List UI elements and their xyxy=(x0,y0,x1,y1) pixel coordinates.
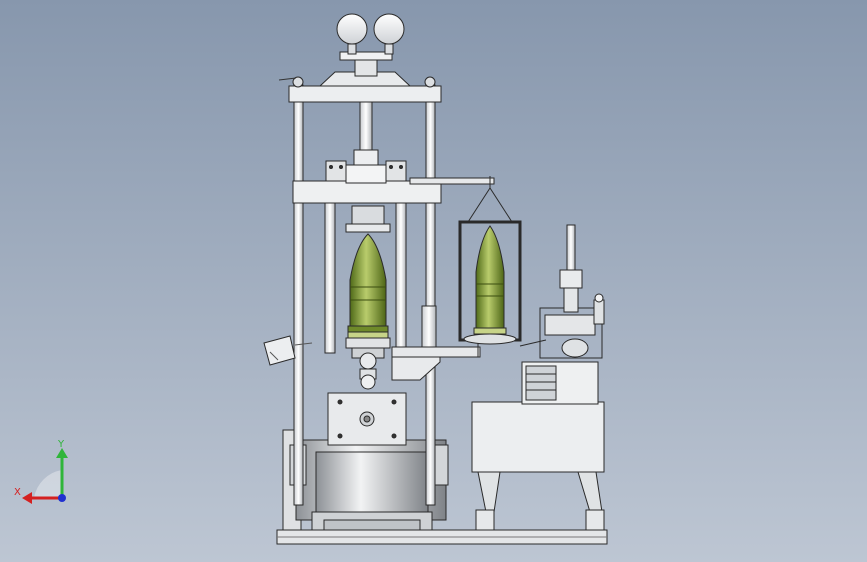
coordinate-triad: Y X xyxy=(14,440,68,504)
lower-actuator xyxy=(327,352,407,446)
x-arrow-head xyxy=(22,492,32,504)
hydraulic-unit xyxy=(471,224,605,531)
y-arrow-head xyxy=(56,448,68,458)
left-bracket xyxy=(263,335,313,366)
right-gauge-icon xyxy=(373,13,405,45)
pressure-gauges xyxy=(336,13,405,55)
y-axis-label: Y xyxy=(57,440,65,450)
z-axis-dot xyxy=(58,494,66,502)
loading-arm xyxy=(391,305,481,381)
left-gauge-icon xyxy=(336,13,368,45)
x-axis-label: X xyxy=(14,487,21,498)
base-plate xyxy=(276,529,608,545)
projectile-shell-main xyxy=(345,205,391,359)
shell-cage xyxy=(458,176,522,345)
middle-crosshead xyxy=(292,160,495,354)
